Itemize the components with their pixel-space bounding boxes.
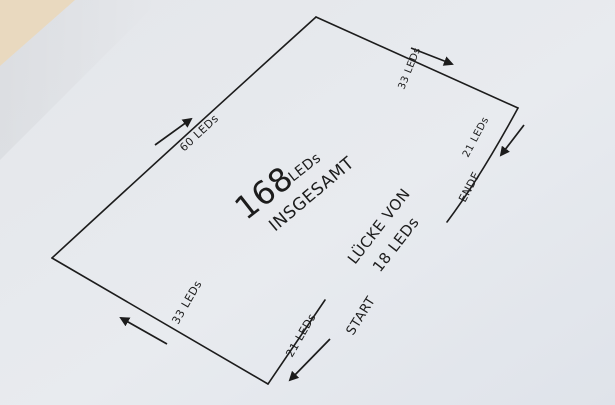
- led-outline: [51, 16, 519, 385]
- arrow-down-icon: [499, 124, 525, 157]
- paper-shade: [0, 0, 160, 160]
- arrow-right-icon: [410, 47, 454, 66]
- arrow-left-icon: [288, 338, 331, 382]
- arrow-left-icon: [119, 317, 168, 345]
- arrow-right-icon: [154, 117, 193, 146]
